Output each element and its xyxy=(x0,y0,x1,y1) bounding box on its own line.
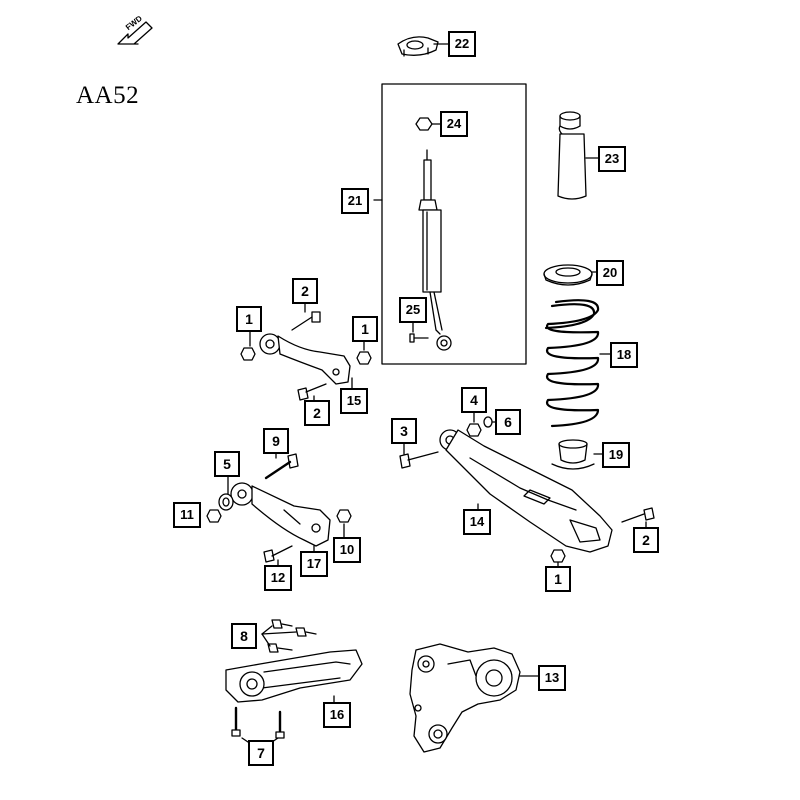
callout-12: 12 xyxy=(264,565,292,591)
bolt-part-2a xyxy=(291,301,321,331)
diagram-code: AA52 xyxy=(76,82,140,109)
lower-control-arm-part-14 xyxy=(439,429,613,553)
callout-6: 6 xyxy=(495,409,521,435)
fwd-arrow-icon xyxy=(117,21,153,45)
upper-mount-part-22 xyxy=(397,36,449,57)
callout-16: 16 xyxy=(323,702,351,728)
shock-nut-part-24 xyxy=(415,117,441,131)
callout-8: 8 xyxy=(231,623,257,649)
nut-part-1c xyxy=(550,549,566,567)
callout-25: 25 xyxy=(399,297,427,323)
callout-3: 3 xyxy=(391,418,417,444)
callout-20: 20 xyxy=(596,260,624,286)
callout-14: 14 xyxy=(463,509,491,535)
callout-4: 4 xyxy=(461,387,487,413)
bolt-part-3 xyxy=(399,443,439,469)
callout-17: 17 xyxy=(300,551,328,577)
shock-bolt-part-25 xyxy=(409,319,429,343)
nut-part-4 xyxy=(466,411,482,437)
knuckle-part-13 xyxy=(409,643,539,753)
callout-1-a: 1 xyxy=(236,306,262,332)
shock-assembly-frame xyxy=(381,83,527,365)
callout-9: 9 xyxy=(263,428,289,454)
washer-part-6 xyxy=(483,416,499,428)
bolt-part-12 xyxy=(263,545,293,567)
callout-23: 23 xyxy=(598,146,626,172)
lateral-arm-part-17 xyxy=(230,482,331,555)
dust-boot-part-23 xyxy=(557,111,599,200)
callout-10: 10 xyxy=(333,537,361,563)
bolt-part-9 xyxy=(264,447,299,480)
callout-2-b: 2 xyxy=(304,400,330,426)
callout-1-b: 1 xyxy=(352,316,378,342)
spring-isolator-part-20 xyxy=(543,264,599,286)
callout-19: 19 xyxy=(602,442,630,468)
callout-24: 24 xyxy=(440,111,468,137)
trailing-link-part-16 xyxy=(225,649,363,705)
nut-part-10 xyxy=(336,509,352,539)
bolt-part-2c xyxy=(621,507,655,531)
callout-5: 5 xyxy=(214,451,240,477)
callout-2-a: 2 xyxy=(292,278,318,304)
coil-spring-part-18 xyxy=(544,299,611,428)
callout-22: 22 xyxy=(448,31,476,57)
washer-part-5 xyxy=(218,475,234,511)
callout-7: 7 xyxy=(248,740,274,766)
callout-21: 21 xyxy=(341,188,369,214)
callout-2-c: 2 xyxy=(633,527,659,553)
callout-18: 18 xyxy=(610,342,638,368)
callout-1-c: 1 xyxy=(545,566,571,592)
callout-11: 11 xyxy=(173,502,201,528)
callout-13: 13 xyxy=(538,665,566,691)
callout-15: 15 xyxy=(340,388,368,414)
shock-absorber-part-21 xyxy=(373,149,452,351)
nut-part-1b xyxy=(356,341,372,365)
jounce-bumper-part-19 xyxy=(551,439,603,470)
nut-part-1a xyxy=(240,331,256,361)
upper-control-arm-part-15 xyxy=(259,333,353,389)
bolts-part-8 xyxy=(261,619,317,653)
nut-part-11 xyxy=(206,509,222,523)
